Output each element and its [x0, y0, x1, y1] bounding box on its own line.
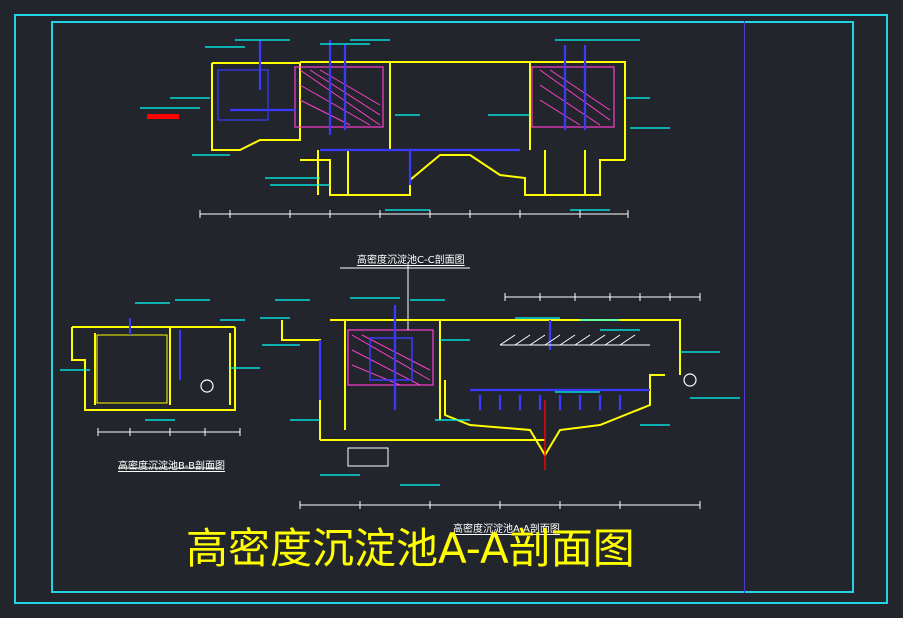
aa-walls: [281, 319, 681, 457]
aa-dimension-top: [504, 293, 701, 301]
cc-tank-right: [531, 66, 615, 128]
bb-dimension: [97, 428, 241, 436]
title-block-divider: [744, 21, 745, 593]
drawing-border-outer: [14, 14, 888, 604]
bb-walls: [71, 326, 236, 411]
caption-aa: 高密度沉淀池A-A剖面图: [453, 524, 560, 535]
bb-pipe-circle: [200, 379, 214, 393]
aa-settler-plates: [499, 334, 650, 346]
bb-inner-box: [96, 334, 168, 404]
cc-dimension: [199, 210, 629, 218]
cc-blue-box-left: [217, 69, 269, 121]
cc-inner-walls: [317, 62, 586, 195]
aa-pipe-circle: [683, 373, 697, 387]
bb-annotations: [60, 299, 260, 421]
cc-annotations: [140, 39, 670, 211]
section-cc: [140, 39, 670, 269]
bb-pipes: [129, 318, 181, 380]
cc-pipes: [230, 40, 587, 185]
aa-dimension-bottom: [299, 501, 701, 509]
drawing-border-inner: [51, 21, 854, 593]
cc-red-marker: [147, 114, 179, 119]
cc-walls: [211, 61, 626, 196]
main-title: 高密度沉淀池A-A剖面图: [186, 524, 635, 573]
aa-inner-tank: [369, 337, 413, 381]
caption-cc: 高密度沉淀池C-C剖面图: [357, 255, 465, 266]
aa-annotations: [260, 297, 740, 486]
section-bb: [60, 299, 260, 469]
cc-tank-left: [294, 66, 384, 128]
aa-pipes: [318, 305, 650, 410]
section-aa: [260, 262, 740, 509]
caption-bb: 高密度沉淀池B-B剖面图: [118, 461, 225, 472]
aa-sump: [347, 447, 389, 467]
aa-tank: [347, 329, 434, 386]
